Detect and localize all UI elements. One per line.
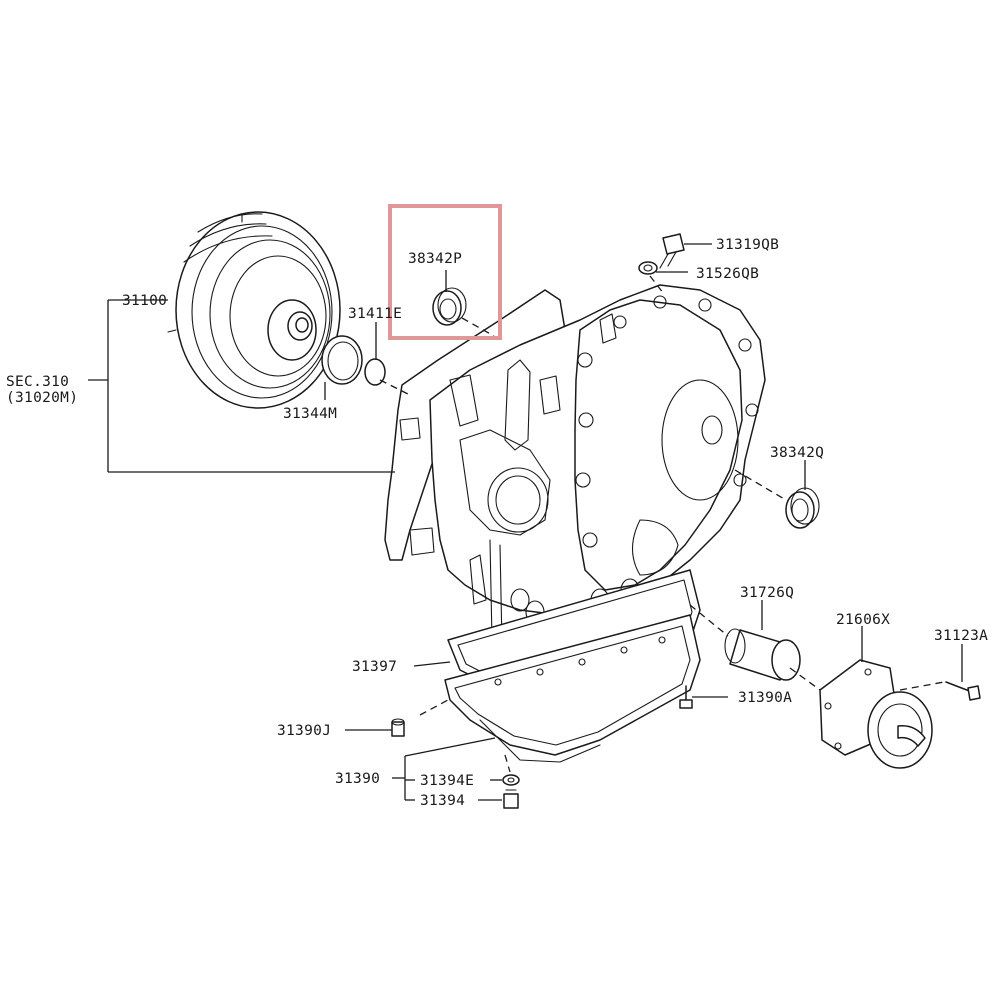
label-31726Q[interactable]: 31726Q	[740, 585, 794, 601]
washer-31526QB[interactable]	[638, 261, 658, 275]
label-31123A[interactable]: 31123A	[934, 628, 988, 644]
seal-38342Q[interactable]	[785, 487, 820, 529]
label-38342P[interactable]: 38342P	[408, 251, 462, 267]
leader-lines	[88, 243, 963, 801]
bolt-31319QB[interactable]	[659, 233, 685, 269]
label-21606X[interactable]: 21606X	[836, 612, 890, 628]
filter-31726Q[interactable]	[724, 628, 801, 681]
cooler-21606X[interactable]	[819, 659, 933, 769]
washer-31394E[interactable]	[502, 774, 520, 786]
oring-31411E[interactable]	[364, 358, 386, 386]
drain-plug-31394[interactable]	[503, 789, 519, 809]
label-31411E[interactable]: 31411E	[348, 306, 402, 322]
label-31394E[interactable]: 31394E	[420, 773, 474, 789]
bolt-31390J[interactable]	[391, 718, 405, 737]
label-sec310-sub: (31020M)	[6, 390, 78, 406]
label-31390A[interactable]: 31390A	[738, 690, 792, 706]
label-31526QB[interactable]: 31526QB	[696, 266, 759, 282]
label-sec310[interactable]: SEC.310	[6, 374, 69, 390]
bolt-31390A[interactable]	[679, 685, 693, 709]
label-31390J[interactable]: 31390J	[277, 723, 331, 739]
label-38342Q[interactable]: 38342Q	[770, 445, 824, 461]
oil-pan[interactable]	[444, 614, 701, 763]
label-31100[interactable]: 31100	[122, 293, 167, 309]
label-31344M[interactable]: 31344M	[283, 406, 337, 422]
assembly-lines	[379, 275, 945, 773]
transmission-case[interactable]	[384, 284, 766, 646]
torque-converter[interactable]	[167, 211, 341, 409]
label-31390[interactable]: 31390	[335, 771, 380, 787]
oring-31344M[interactable]	[321, 335, 363, 385]
seal-38342P[interactable]	[432, 287, 467, 326]
highlight-box	[388, 204, 502, 340]
label-31394[interactable]: 31394	[420, 793, 465, 809]
bolt-31123A[interactable]	[945, 681, 981, 701]
label-31319QB[interactable]: 31319QB	[716, 237, 779, 253]
label-31397[interactable]: 31397	[352, 659, 397, 675]
